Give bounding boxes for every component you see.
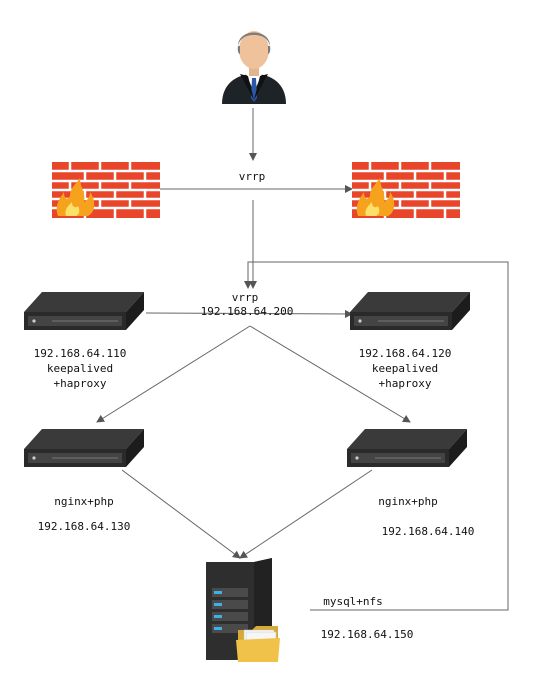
db-return-line bbox=[244, 261, 509, 611]
vip-ip: 192.168.64.200 bbox=[200, 305, 294, 318]
db-ip: 192.168.64.150 bbox=[320, 628, 414, 641]
top-link-label: vrrp bbox=[238, 170, 266, 183]
web2-ip: 192.168.64.140 bbox=[381, 525, 475, 538]
web1-ip: 192.168.64.130 bbox=[37, 520, 131, 533]
rack-server-icon bbox=[347, 429, 467, 467]
db-role: mysql+nfs bbox=[323, 595, 383, 608]
lb2-software: keepalived bbox=[371, 362, 439, 375]
lb1-software-2: +haproxy bbox=[53, 377, 107, 390]
vip-to-web1-line bbox=[96, 325, 251, 423]
lb-link-line bbox=[145, 309, 353, 318]
web1-role: nginx+php bbox=[54, 495, 114, 508]
lb2-ip: 192.168.64.120 bbox=[358, 347, 452, 360]
lb1-ip: 192.168.64.110 bbox=[33, 347, 127, 360]
folder-icon bbox=[236, 626, 280, 662]
lb2-software-2: +haproxy bbox=[378, 377, 432, 390]
rack-server-icon bbox=[24, 292, 144, 330]
user-icon bbox=[222, 31, 286, 104]
firewall-icon bbox=[52, 162, 160, 218]
web2-to-db-line bbox=[239, 469, 373, 559]
firewall-icon bbox=[352, 162, 460, 218]
vip-label: vrrp bbox=[231, 291, 259, 304]
rack-server-icon bbox=[24, 429, 144, 467]
web1-to-db-line bbox=[121, 469, 241, 559]
lb1-software: keepalived bbox=[46, 362, 114, 375]
rack-server-icon bbox=[350, 292, 470, 330]
vip-to-web2-line bbox=[249, 325, 411, 423]
web2-role: nginx+php bbox=[378, 495, 438, 508]
